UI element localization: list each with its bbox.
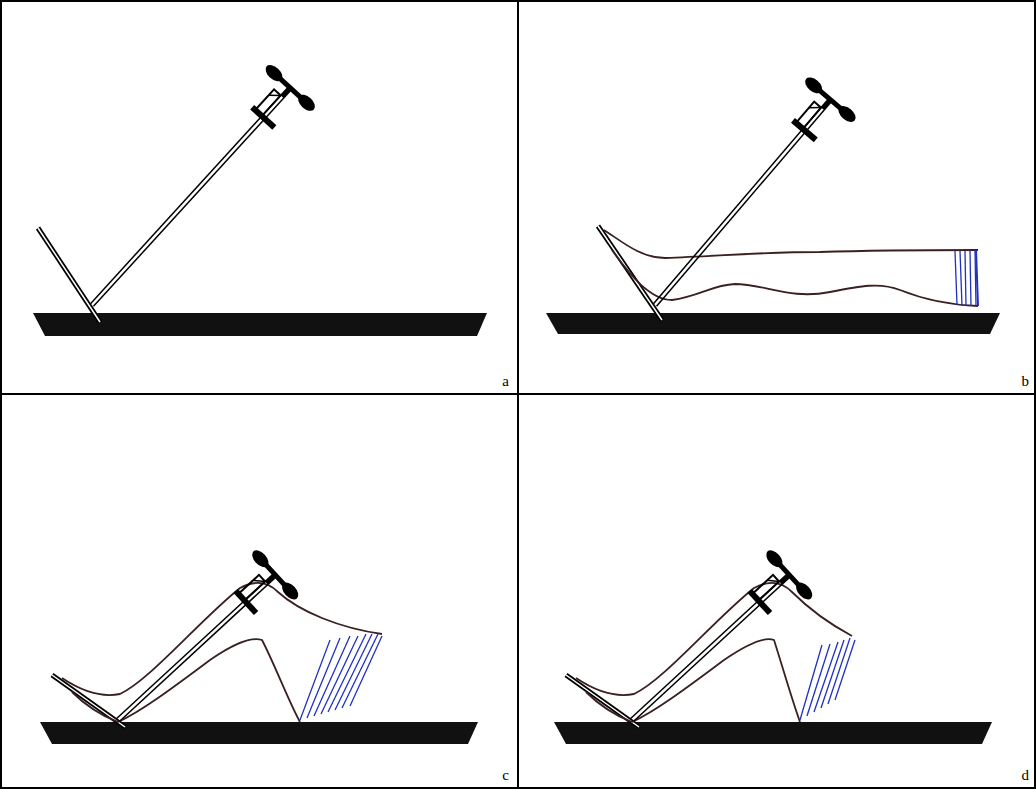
panel-letter: c (501, 768, 510, 783)
panel-letter: a (501, 374, 510, 389)
panel-letter: b (1021, 374, 1031, 389)
panel-letter: d (1021, 768, 1031, 783)
